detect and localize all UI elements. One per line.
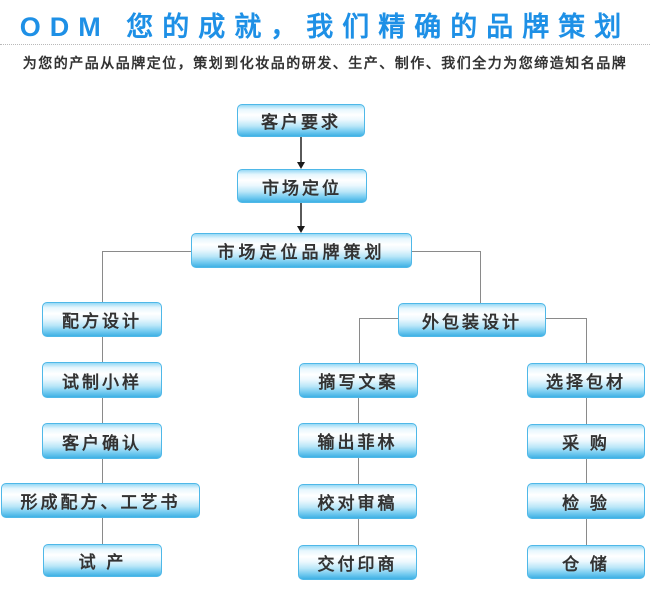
page-title: ODM 您的成就，我们精确的品牌策划 [19, 12, 631, 42]
connector-planning-right-vertical [480, 251, 481, 303]
arrow-down-icon [297, 226, 305, 233]
node-market-positioning-brand-planning: 市场定位品牌策划 [191, 233, 412, 268]
connector-purchase-to-inspection [586, 459, 587, 483]
node-inspection: 检 验 [527, 483, 645, 519]
connector-copy-to-film [358, 398, 359, 423]
connector-processbook-to-trialproduction [102, 518, 103, 544]
node-formula-design: 配方设计 [42, 302, 162, 337]
connector-sample-to-confirmation [102, 398, 103, 423]
node-purchasing: 采 购 [527, 424, 645, 459]
node-select-packaging-material: 选择包材 [527, 363, 645, 398]
node-outer-packaging-design: 外包装设计 [398, 303, 546, 337]
connector-inspection-to-warehouse [586, 519, 587, 545]
arrow-down-icon [297, 162, 305, 169]
connector-packaging-right-horizontal [546, 318, 586, 319]
connector-packaging-left-vertical [359, 318, 360, 363]
node-film-output: 输出菲林 [298, 423, 417, 458]
connector-confirmation-to-processbook [102, 459, 103, 483]
connector-packaging-left-horizontal [359, 318, 399, 319]
node-warehousing: 仓 储 [527, 545, 645, 579]
node-customer-requirements: 客户要求 [237, 104, 365, 137]
node-proofreading-review: 校对审稿 [298, 484, 417, 519]
node-market-positioning: 市场定位 [237, 169, 367, 203]
dotted-divider [0, 44, 650, 45]
connector-film-to-proof [358, 458, 359, 484]
connector-packaging-right-vertical [586, 318, 587, 363]
connector-proof-to-printer [358, 519, 359, 545]
connector-select-to-purchase [586, 398, 587, 424]
connector-planning-right-horizontal [412, 251, 480, 252]
page-subtitle: 为您的产品从品牌定位，策划到化妆品的研发、生产、制作、我们全力为您缔造知名品牌 [22, 55, 628, 71]
node-deliver-to-printer: 交付印商 [298, 545, 417, 580]
node-trial-production: 试 产 [43, 544, 162, 577]
node-customer-confirmation: 客户确认 [42, 423, 162, 459]
connector-planning-left-vertical [102, 251, 103, 302]
node-trial-sample: 试制小样 [42, 362, 162, 398]
connector-customer-to-market [300, 137, 302, 163]
node-copywriting: 摘写文案 [299, 363, 418, 398]
connector-formula-to-sample [102, 337, 103, 362]
node-formula-process-book: 形成配方、工艺书 [1, 483, 200, 518]
connector-market-to-planning [300, 203, 302, 227]
connector-planning-left-horizontal [102, 251, 191, 252]
